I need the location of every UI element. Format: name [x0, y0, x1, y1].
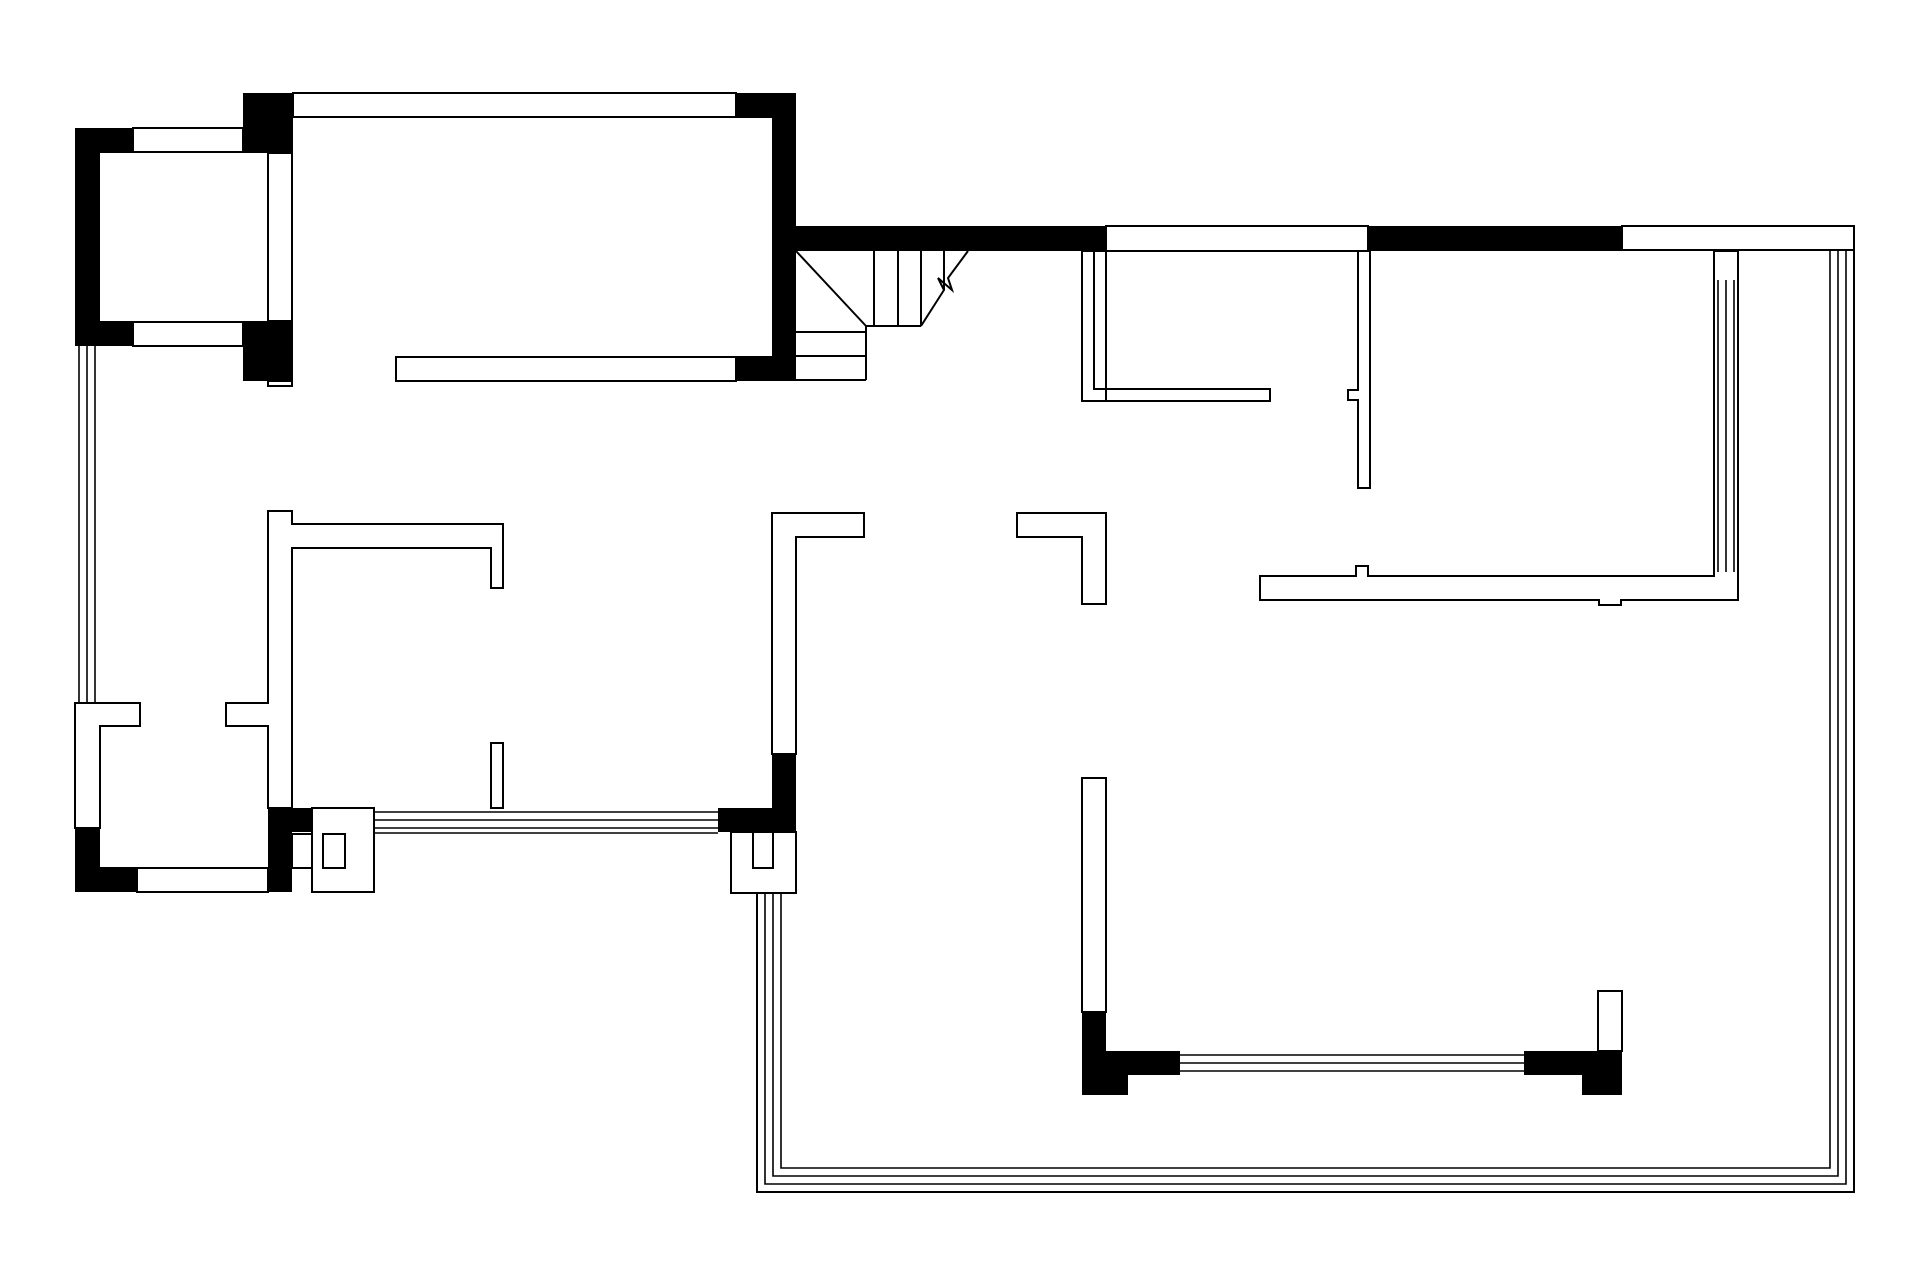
window-lines: [78, 280, 1735, 1072]
column-inner: [752, 832, 774, 869]
wall-solid: [268, 808, 312, 832]
wall-solid: [796, 226, 1106, 251]
wall-solid: [1582, 1051, 1622, 1095]
wall-outline: [1597, 990, 1623, 1052]
wall-outline: [490, 742, 504, 809]
wall-outline: [1105, 225, 1369, 252]
partition-wall: [1347, 251, 1371, 489]
wall-outline: [267, 380, 293, 387]
wall-solid: [243, 321, 293, 381]
wall-solid: [1082, 1051, 1180, 1075]
interior-wall-outlines: [74, 250, 1739, 829]
wall-solid: [75, 128, 100, 346]
railing-line: [772, 250, 1839, 1177]
wall-solid: [243, 93, 293, 153]
wall-outline: [267, 152, 293, 322]
wall-outline: [132, 127, 244, 153]
stairs: [795, 250, 969, 381]
wall-solid: [772, 93, 796, 381]
wall-outline: [132, 321, 244, 347]
wall-solid: [75, 867, 137, 892]
entry-wall: [74, 702, 141, 829]
room-wall-l: [225, 510, 504, 809]
wall-solid: [772, 754, 796, 832]
outlined-walls: [132, 92, 1855, 1052]
fixtures: [291, 807, 797, 894]
wall-outline: [395, 356, 737, 382]
column-box: [730, 831, 797, 894]
fixture-inner: [322, 833, 346, 869]
railing-line: [756, 250, 1855, 1193]
fixture-inner: [291, 833, 313, 869]
wall-solid: [1082, 1075, 1128, 1095]
wall-solid: [1368, 226, 1622, 251]
corner-wall: [1016, 512, 1107, 605]
stair-break-line: [920, 250, 969, 327]
corridor-wall: [771, 512, 865, 755]
wall-outline: [292, 92, 737, 118]
counter-wall: [1259, 250, 1739, 606]
wall-outline: [1621, 225, 1855, 251]
railing-line: [780, 250, 1831, 1169]
wall-outline: [136, 867, 269, 893]
terrace-railing: [756, 250, 1855, 1193]
wall-outline: [1081, 777, 1107, 1013]
railing-line: [764, 250, 1847, 1185]
solid-walls: [75, 93, 1622, 1095]
wall-solid: [75, 321, 133, 346]
closet-wall: [1081, 251, 1271, 402]
wall-solid: [736, 356, 796, 381]
stair-diagonal: [795, 250, 867, 327]
